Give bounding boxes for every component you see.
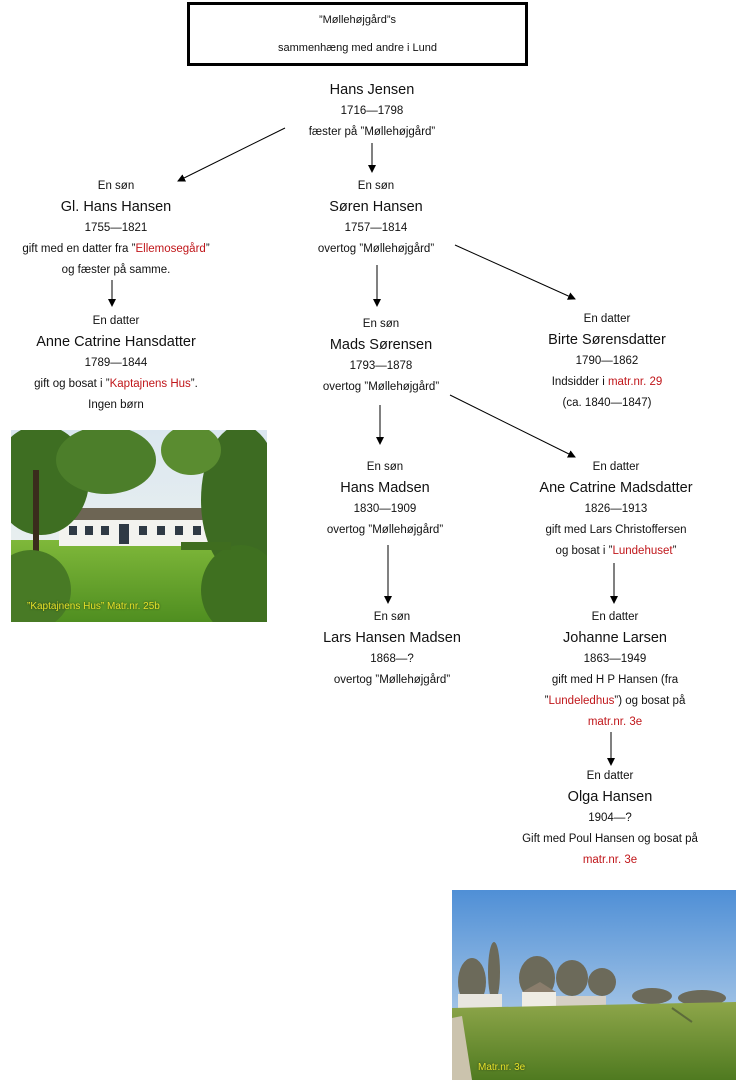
person-name: Gl. Hans Hansen [60,199,172,215]
person-desc: overtog ”Møllehøjgård” [326,524,444,536]
title-line-2: sammenhæng med andre i Lund [278,42,437,54]
person-relation: En datter [583,313,631,325]
person-gl-hans-hansen: En søn Gl. Hans Hansen 1755—1821 gift me… [22,176,209,281]
title-box: ”Møllehøjgård”s sammenhæng med andre i L… [187,2,528,66]
arrow-hans-jensen-to-gl-hans [177,127,286,182]
person-relation: En søn [362,318,400,330]
person-name: Hans Jensen [329,82,415,98]
link-lundeledhus[interactable]: Lundeledhus [548,695,615,707]
desc-text: ” [544,695,549,707]
link-matr-nr-3e[interactable]: matr.nr. 3e [587,716,643,728]
person-desc-1: Indsidder i matr.nr. 29 [548,372,666,393]
person-relation: En søn [366,461,404,473]
house-photo-image [11,430,267,622]
person-name: Johanne Larsen [563,630,667,646]
person-desc-2: og fæster på samme. [61,264,171,276]
person-name: Lars Hansen Madsen [323,630,461,646]
person-desc-1: gift med en datter fra ”Ellemosegård” [22,239,209,260]
person-lars-hansen-madsen: En søn Lars Hansen Madsen 1868—? overtog… [323,607,461,691]
link-matr-nr-29[interactable]: matr.nr. 29 [607,376,663,388]
person-desc-2: (ca. 1840—1847) [562,397,652,409]
person-olga-hansen: En datter Olga Hansen 1904—? Gift med Po… [522,766,698,871]
photo-caption: ”Kaptajnens Hus” Matr.nr. 25b [27,601,160,612]
person-years: 1716—1798 [340,105,404,117]
person-mads-sorensen: En søn Mads Sørensen 1793—1878 overtog ”… [323,314,439,398]
person-name: Søren Hansen [329,199,423,215]
desc-text: ”) og bosat på [614,695,686,707]
person-desc-2: og bosat i ”Lundehuset” [539,541,692,562]
person-soren-hansen: En søn Søren Hansen 1757—1814 overtog ”M… [318,176,434,260]
person-desc-2: ”Lundeledhus”) og bosat på [545,691,686,712]
person-hans-madsen: En søn Hans Madsen 1830—1909 overtog ”Mø… [327,457,443,541]
person-desc: overtog ”Møllehøjgård” [333,674,451,686]
desc-text: ” [205,243,210,255]
person-relation: En datter [591,611,639,623]
person-desc: fæster på ”Møllehøjgård” [308,126,436,138]
person-relation: En datter [592,461,640,473]
person-birte-sorensdatter: En datter Birte Sørensdatter 1790—1862 I… [548,309,666,414]
link-matr-nr-3e[interactable]: matr.nr. 3e [582,854,638,866]
field-photo-image [452,890,736,1080]
link-lundehuset[interactable]: Lundehuset [612,545,673,557]
photo-matr-3e: Matr.nr. 3e [452,890,736,1080]
person-desc-1: gift og bosat i ”Kaptajnens Hus”. [34,374,198,395]
link-ellemosegard[interactable]: Ellemosegård [135,243,206,255]
photo-kaptajnens-hus: ”Kaptajnens Hus” Matr.nr. 25b [11,430,267,622]
desc-text: gift og bosat i ” [34,378,110,390]
person-desc-1: Gift med Poul Hansen og bosat på [522,833,698,845]
person-hans-jensen: Hans Jensen 1716—1798 fæster på ”Møllehø… [309,80,436,143]
person-years: 1830—1909 [353,503,417,515]
person-relation: En datter [586,770,634,782]
link-kaptajnens-hus[interactable]: Kaptajnens Hus [109,378,191,390]
person-relation: En søn [97,180,135,192]
person-relation: En søn [357,180,395,192]
person-desc-1: gift med Lars Christoffersen [545,524,687,536]
person-relation: En datter [92,315,140,327]
person-years: 1789—1844 [84,357,148,369]
person-name: Birte Sørensdatter [548,332,666,348]
person-years: 1793—1878 [349,360,413,372]
person-name: Olga Hansen [567,789,653,805]
person-years: 1904—? [588,812,632,824]
person-name: Hans Madsen [340,480,430,496]
person-years: 1868—? [370,653,414,665]
desc-text: gift med en datter fra ” [22,243,136,255]
person-desc: overtog ”Møllehøjgård” [322,381,440,393]
person-desc-3: matr.nr. 3e [545,712,686,733]
photo-caption: Matr.nr. 3e [478,1062,526,1073]
person-years: 1826—1913 [584,503,648,515]
title-line-1: ”Møllehøjgård”s [318,14,396,26]
person-years: 1755—1821 [84,222,148,234]
person-anne-catrine-hansdatter: En datter Anne Catrine Hansdatter 1789—1… [34,311,198,416]
arrow-mads-to-ane-catrine [449,394,576,458]
person-desc-2: Ingen børn [88,399,144,411]
person-name: Mads Sørensen [329,337,433,353]
person-desc-1: gift med H P Hansen (fra [551,674,679,686]
arrow-soren-to-birte [454,244,576,300]
person-name: Ane Catrine Madsdatter [539,480,693,496]
desc-text: ”. [190,378,198,390]
person-johanne-larsen: En datter Johanne Larsen 1863—1949 gift … [545,607,686,733]
person-desc-2: matr.nr. 3e [522,850,698,871]
desc-text: Indsidder i [551,376,608,388]
person-ane-catrine-madsdatter: En datter Ane Catrine Madsdatter 1826—19… [539,457,692,562]
desc-text: og bosat i ” [555,545,613,557]
person-years: 1863—1949 [583,653,647,665]
person-years: 1790—1862 [575,355,639,367]
person-desc: overtog ”Møllehøjgård” [317,243,435,255]
person-name: Anne Catrine Hansdatter [36,334,196,350]
person-years: 1757—1814 [344,222,408,234]
person-relation: En søn [373,611,411,623]
desc-text: ” [672,545,677,557]
